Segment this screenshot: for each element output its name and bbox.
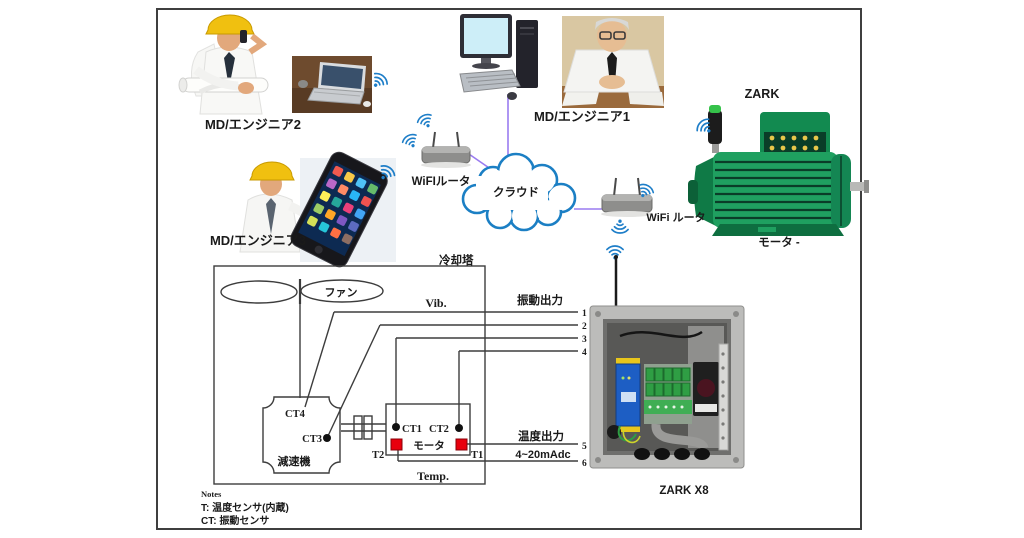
app-grid bbox=[307, 165, 378, 245]
cooling-tower-title: 冷却塔 bbox=[439, 253, 474, 267]
ct2-label: CT2 bbox=[429, 424, 449, 435]
wifi-router-1 bbox=[421, 131, 471, 168]
ct3-label: CT3 bbox=[302, 434, 322, 445]
t1-sensor-square bbox=[455, 438, 468, 451]
gateway-antenna-tip bbox=[614, 255, 618, 259]
notes-line2: CT: 振動センサ bbox=[201, 514, 269, 527]
ct2-sensor-dot bbox=[455, 424, 463, 432]
motor-wifi-icon bbox=[696, 118, 711, 133]
wire-5: 5 bbox=[582, 442, 587, 452]
ct1-label: CT1 bbox=[402, 424, 422, 435]
temp-abbr: Temp. bbox=[417, 469, 449, 483]
wire-2: 2 bbox=[582, 322, 587, 332]
fan-label: ファン bbox=[325, 287, 358, 299]
t2-sensor-square bbox=[390, 438, 403, 451]
notes-title: Notes bbox=[201, 489, 222, 499]
notes-line1: T: 温度センサ(内蔵) bbox=[201, 501, 289, 514]
page-border bbox=[156, 8, 862, 530]
smartphone-photo bbox=[290, 151, 396, 268]
notes-block: Notes T: 温度センサ(内蔵) CT: 振動センサ bbox=[201, 489, 289, 527]
cooling-tower-diagram bbox=[213, 265, 578, 485]
engineer2-photo bbox=[178, 14, 269, 115]
ct3-sensor-dot bbox=[323, 434, 331, 442]
router2-wifi-icon-top bbox=[639, 183, 655, 198]
router2-label: WiFi ルータ bbox=[646, 211, 705, 224]
smartphone-wifi-icon bbox=[380, 165, 396, 180]
ct4-label: CT4 bbox=[285, 409, 306, 420]
motor-photo bbox=[688, 105, 869, 236]
wire-3: 3 bbox=[582, 335, 587, 345]
engineer1-label: MD/エンジニア1 bbox=[534, 109, 630, 124]
motor-label: モータ - bbox=[758, 235, 800, 249]
gateway-label: ZARK X8 bbox=[659, 485, 709, 497]
router2-wifi-icon-down bbox=[611, 219, 629, 234]
engineer3-label: MD/エンジニア3 bbox=[210, 233, 306, 248]
wire-numbers: 1 2 3 4 5 6 bbox=[582, 309, 587, 469]
wire-6: 6 bbox=[582, 459, 587, 469]
motor-box-label: モータ bbox=[413, 440, 445, 452]
ct1-sensor-dot bbox=[392, 423, 400, 431]
cloud-label: クラウド bbox=[493, 186, 539, 199]
engineer2-label: MD/エンジニア2 bbox=[205, 117, 301, 132]
desktop-computer bbox=[459, 14, 538, 100]
router1-wifi-icon-1 bbox=[416, 113, 432, 128]
t2-label: T2 bbox=[372, 450, 384, 461]
vibration-output-title: 振動出力 bbox=[517, 293, 563, 307]
gateway-box-photo bbox=[589, 305, 745, 469]
wire-4: 4 bbox=[582, 348, 587, 358]
gearbox-label: 減速機 bbox=[278, 454, 311, 468]
t1-label: T1 bbox=[471, 450, 483, 461]
cloud-shape bbox=[461, 152, 577, 232]
wire-1: 1 bbox=[582, 309, 587, 319]
router1-wifi-icon-2 bbox=[401, 133, 417, 148]
laptop-photo bbox=[292, 56, 372, 113]
vib-abbr: Vib. bbox=[425, 296, 446, 310]
temperature-output-title: 温度出力 bbox=[518, 429, 564, 443]
zark-brand-label: ZARK bbox=[745, 87, 780, 101]
router1-label: WiFIルータ bbox=[412, 174, 471, 188]
wifi-router-2 bbox=[601, 177, 653, 217]
signal-range-label: 4~20mAdc bbox=[515, 449, 570, 461]
engineer1-photo bbox=[562, 16, 664, 108]
laptop-wifi-icon bbox=[373, 72, 389, 87]
